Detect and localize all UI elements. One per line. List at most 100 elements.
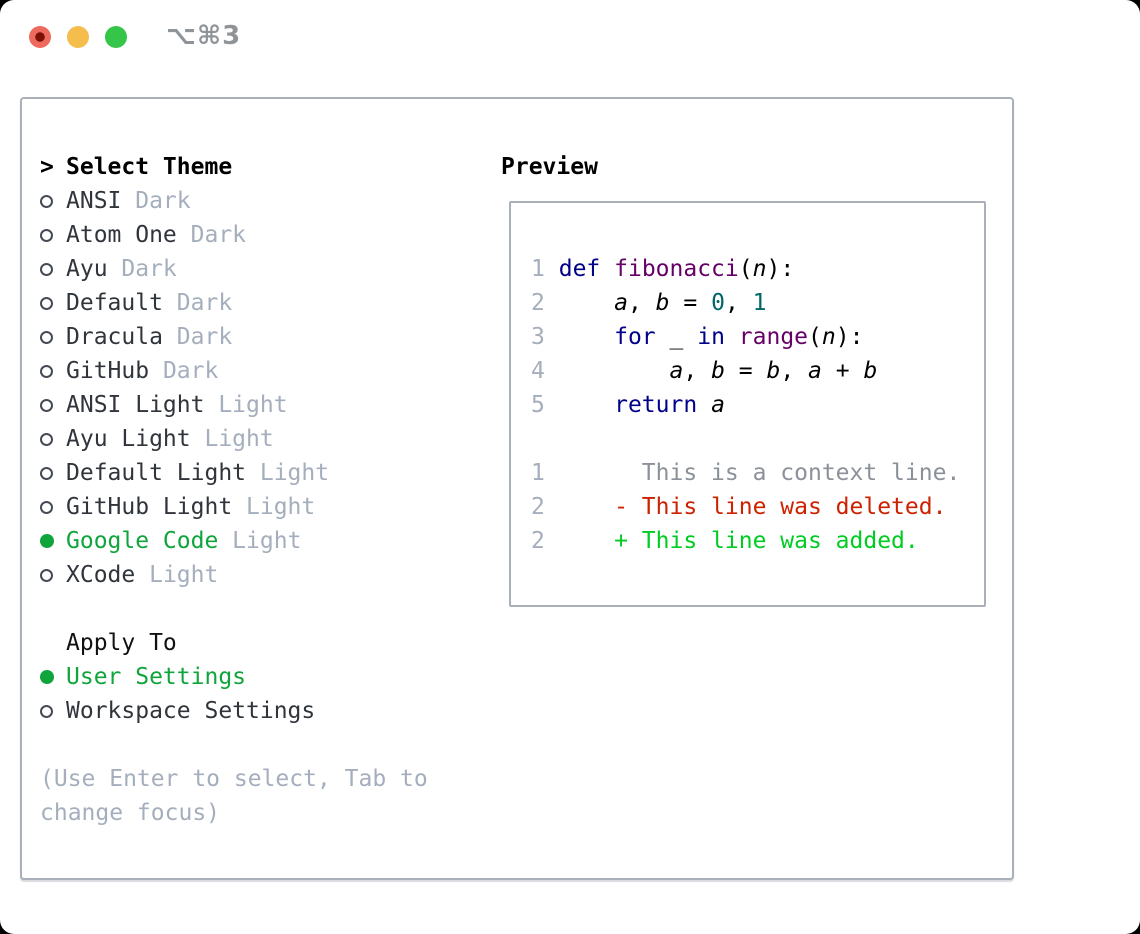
gutter-gap (545, 290, 559, 316)
marker (40, 500, 66, 514)
radio-icon (40, 262, 53, 276)
code-token: b (766, 358, 781, 384)
marker (40, 296, 66, 310)
code-token (725, 324, 739, 350)
code-token: a (614, 290, 628, 316)
option-variant-label: Light (204, 392, 288, 418)
code-token: ): (835, 324, 864, 350)
code-line: 1 def fibonacci(n): (531, 252, 960, 286)
code-line: 5 return a (531, 388, 960, 422)
theme-option-github-light[interactable]: GitHub Light Light (40, 490, 490, 524)
option-label: Ayu Light (66, 426, 191, 452)
gutter-gap (545, 324, 559, 350)
code-token: b (863, 358, 878, 384)
code-token: , (780, 358, 809, 384)
radio-icon (40, 330, 53, 344)
apply-to-title: Apply To (66, 630, 177, 656)
marker (40, 228, 66, 242)
code-token (600, 256, 614, 282)
code-token: , (627, 290, 656, 316)
marker (40, 398, 66, 412)
code-token: return (614, 392, 698, 418)
radio-icon (40, 364, 53, 378)
minimize-button[interactable] (67, 26, 89, 48)
code-token: ): (766, 256, 795, 282)
theme-option-default-light[interactable]: Default Light Light (40, 456, 490, 490)
radio-icon (40, 704, 53, 718)
marker (40, 568, 66, 582)
marker (40, 534, 66, 548)
code-line: 4 a, b = b, a + b (531, 354, 960, 388)
close-button[interactable] (29, 26, 51, 48)
code-token: - This line was deleted. (558, 494, 947, 520)
code-token: in (697, 324, 725, 350)
apply-option-workspace-settings[interactable]: Workspace Settings (40, 694, 490, 728)
theme-option-atom-one[interactable]: Atom One Dark (40, 218, 490, 252)
radio-icon (40, 500, 53, 514)
code-token: ( (738, 256, 753, 282)
theme-option-ansi[interactable]: ANSI Dark (40, 184, 490, 218)
option-label: Workspace Settings (66, 698, 316, 724)
code-token: = (724, 358, 767, 384)
gutter-gap (545, 392, 559, 418)
theme-option-ayu[interactable]: Ayu Dark (40, 252, 490, 286)
select-theme-title: Select Theme (66, 154, 233, 180)
code-line: 2 - This line was deleted. (531, 490, 960, 524)
theme-option-google-code[interactable]: Google Code Light (40, 524, 490, 558)
radio-icon (40, 466, 53, 480)
option-label: GitHub Light (66, 494, 233, 520)
code-token: a (711, 392, 725, 418)
theme-option-ayu-light[interactable]: Ayu Light Light (40, 422, 490, 456)
select-theme-header: > Select Theme (40, 150, 490, 184)
option-label: XCode (66, 562, 136, 588)
option-variant-label: Light (218, 528, 302, 554)
zoom-button[interactable] (105, 26, 127, 48)
theme-option-xcode[interactable]: XCode Light (40, 558, 490, 592)
code-token (559, 358, 670, 384)
option-label: Default Light (66, 460, 247, 486)
radio-icon (40, 398, 53, 412)
option-variant-label: Dark (107, 256, 177, 282)
apply-option-user-settings[interactable]: User Settings (40, 660, 490, 694)
radio-icon (40, 194, 53, 208)
keyboard-shortcut-label: ⌥⌘3 (166, 21, 242, 51)
code-token: , (683, 358, 712, 384)
code-token: for (614, 324, 656, 350)
code-token: fibonacci (614, 256, 739, 282)
code-token: This is a context line. (558, 460, 961, 486)
code-token: 0 (711, 290, 725, 316)
radio-selected-icon (40, 670, 54, 684)
line-number: 1 (531, 256, 545, 282)
code-line: 1 This is a context line. (531, 456, 960, 490)
line-number: 2 (531, 528, 545, 554)
gutter-gap (545, 528, 559, 554)
theme-option-ansi-light[interactable]: ANSI Light Light (40, 388, 490, 422)
code-token: _ (669, 324, 684, 350)
option-variant-label: Light (232, 494, 316, 520)
option-variant-label: Dark (162, 324, 233, 350)
code-line: 2 a, b = 0, 1 (531, 286, 960, 320)
theme-option-dracula[interactable]: Dracula Dark (40, 320, 490, 354)
line-number: 2 (531, 290, 545, 316)
line-number: 1 (531, 460, 545, 486)
option-label: Ayu (66, 256, 108, 282)
code-token (683, 324, 697, 350)
code-token: a (808, 358, 822, 384)
option-label: Atom One (66, 222, 177, 248)
gutter-gap (545, 460, 559, 486)
marker (40, 704, 66, 718)
marker (40, 194, 66, 208)
theme-option-github[interactable]: GitHub Dark (40, 354, 490, 388)
code-token (559, 392, 614, 418)
line-number: 5 (531, 392, 545, 418)
theme-option-default[interactable]: Default Dark (40, 286, 490, 320)
code-line: 3 for _ in range(n): (531, 320, 960, 354)
option-label: ANSI Light (66, 392, 205, 418)
option-label: Default (66, 290, 163, 316)
option-variant-label: Light (246, 460, 330, 486)
option-label: GitHub (66, 358, 150, 384)
code-token: + This line was added. (558, 528, 919, 554)
